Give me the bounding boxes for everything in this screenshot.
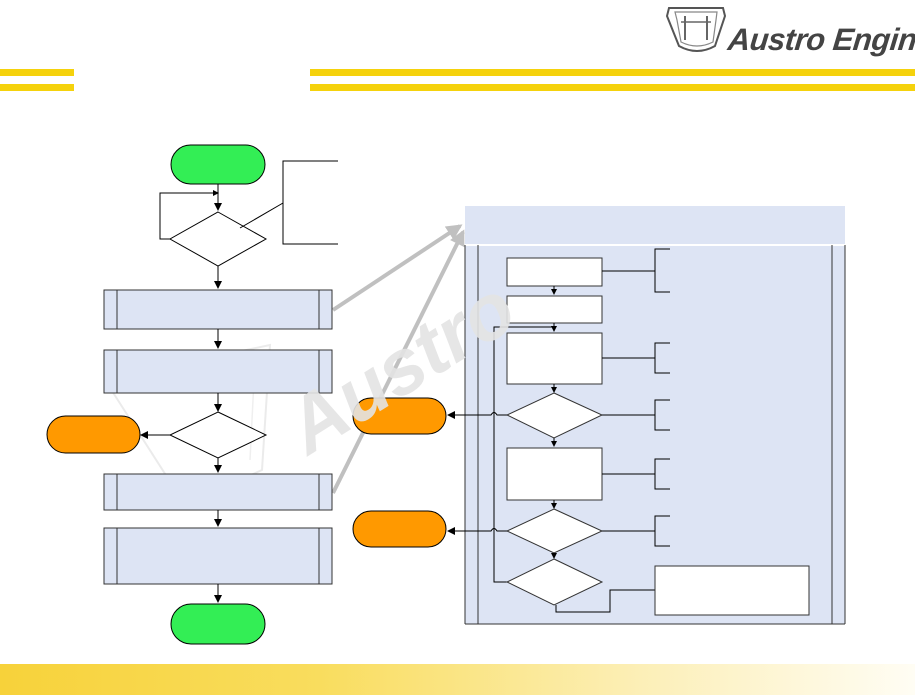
detail-panel xyxy=(352,206,846,625)
footer-band xyxy=(0,664,915,695)
detail-bracket-d2 xyxy=(654,515,670,547)
detail-step-c xyxy=(506,332,603,385)
detail-return-line xyxy=(493,326,554,583)
detail-step-e xyxy=(506,447,603,501)
decision-wait xyxy=(168,211,268,267)
detail-result-box xyxy=(654,565,810,616)
error-terminal-left xyxy=(46,415,141,454)
detail-step-a xyxy=(506,257,603,287)
wait-loop-connector xyxy=(159,190,219,240)
detail-step-b xyxy=(506,295,603,324)
detail-bracket-d1 xyxy=(654,399,670,431)
brand-logo-text: Austro Engine xyxy=(726,22,915,57)
shield-logo-icon xyxy=(665,7,727,52)
process-step-1 xyxy=(103,289,333,330)
end-terminal xyxy=(170,603,266,645)
link-arrows xyxy=(331,224,465,494)
link-arrow-lower xyxy=(331,229,465,494)
process-step-4 xyxy=(103,527,333,585)
link-arrow-upper xyxy=(331,224,463,312)
start-terminal xyxy=(170,144,266,185)
main-flow xyxy=(46,144,338,645)
header-rule-right-top xyxy=(310,69,915,76)
process-step-2 xyxy=(103,349,333,394)
error-terminal-right-1 xyxy=(352,397,447,435)
error-terminal-right-2 xyxy=(352,510,447,548)
header-rule-right-bottom xyxy=(310,84,915,91)
detail-loop-connector xyxy=(555,589,655,613)
process-step-3 xyxy=(103,473,333,511)
header-rule-left-top xyxy=(0,69,74,76)
header-rules xyxy=(0,69,915,91)
header-rule-left-bottom xyxy=(0,84,74,91)
annotation-bracket-1 xyxy=(282,160,338,245)
detail-bracket-a xyxy=(654,248,670,293)
detail-bracket-e xyxy=(654,458,670,490)
detail-bracket-c xyxy=(654,342,670,374)
detail-decision-3 xyxy=(505,558,604,606)
